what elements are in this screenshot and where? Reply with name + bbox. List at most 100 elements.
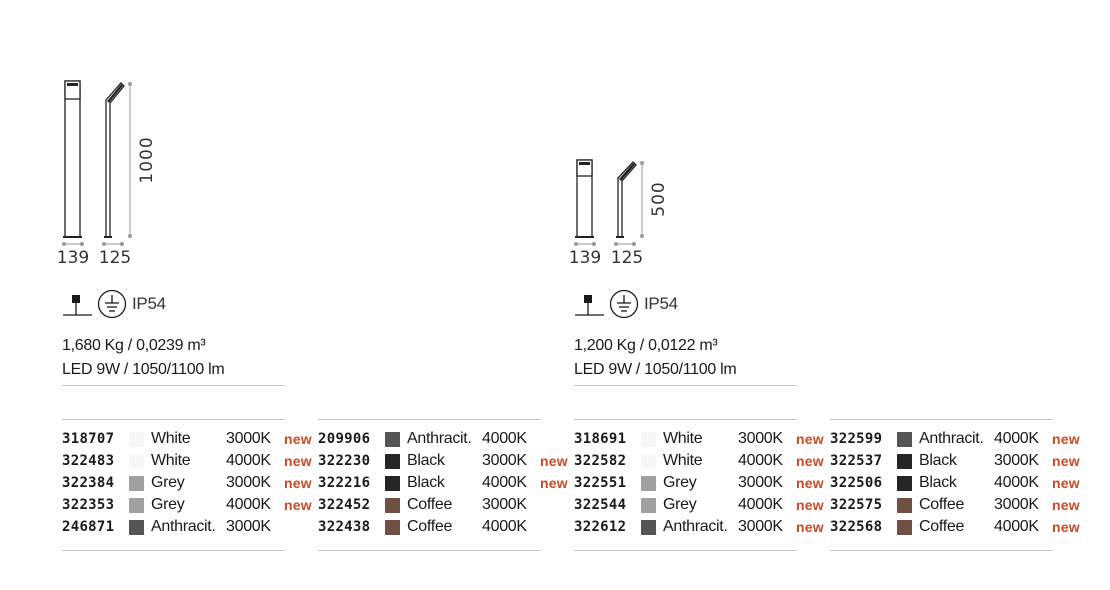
divider <box>830 550 1053 551</box>
variant-color: Anthracit. <box>151 518 216 535</box>
color-swatch <box>641 498 656 513</box>
variant-color: Grey <box>151 474 185 491</box>
variant-color: White <box>663 430 703 447</box>
variant-code: 322582 <box>574 453 627 469</box>
spec-block: 1,680 Kg / 0,0239 m³ LED 9W / 1050/1100 … <box>62 334 225 382</box>
width-dimension-label-side: 125 <box>99 248 131 268</box>
color-swatch <box>897 520 912 535</box>
color-temperature: 4000K <box>994 474 1039 491</box>
new-badge: new <box>1052 519 1080 535</box>
new-badge: new <box>1052 497 1080 513</box>
color-temperature: 4000K <box>226 496 271 513</box>
color-temperature: 3000K <box>482 496 527 513</box>
color-swatch <box>385 520 400 535</box>
divider <box>62 385 285 386</box>
new-badge: new <box>284 431 312 447</box>
spec-block: 1,200 Kg / 0,0122 m³ LED 9W / 1050/1100 … <box>574 334 737 382</box>
color-swatch <box>129 520 144 535</box>
color-temperature: 3000K <box>738 430 783 447</box>
product-500: 500 139 125 IP54 1,200 Kg / 0,0122 m³ LE… <box>512 0 1080 590</box>
variant-color: Black <box>407 474 445 491</box>
color-swatch <box>385 454 400 469</box>
new-badge: new <box>284 497 312 513</box>
variant-color: White <box>663 452 703 469</box>
variant-code: 246871 <box>62 519 115 535</box>
new-badge: new <box>284 475 312 491</box>
earth-class-icon <box>609 289 639 319</box>
color-temperature: 3000K <box>226 430 271 447</box>
weight-volume: 1,680 Kg / 0,0239 m³ <box>62 337 206 354</box>
variant-code: 322551 <box>574 475 627 491</box>
color-temperature: 3000K <box>738 474 783 491</box>
width-dimension-label-front: 139 <box>57 248 89 268</box>
divider <box>62 550 285 551</box>
ip-rating: IP54 <box>132 294 166 313</box>
new-badge: new <box>1052 431 1080 447</box>
new-badge: new <box>796 497 824 513</box>
color-temperature: 3000K <box>738 518 783 535</box>
certification-row: IP54 <box>574 288 678 320</box>
new-badge: new <box>796 431 824 447</box>
width-dimension-label-front: 139 <box>569 248 601 268</box>
weight-volume: 1,200 Kg / 0,0122 m³ <box>574 337 718 354</box>
color-temperature: 3000K <box>994 452 1039 469</box>
variant-code: 322384 <box>62 475 115 491</box>
variant-color: Black <box>919 474 957 491</box>
variant-code: 322537 <box>830 453 883 469</box>
variant-code: 318691 <box>574 431 627 447</box>
color-swatch <box>385 432 400 447</box>
new-badge: new <box>1052 453 1080 469</box>
variant-color: Coffee <box>919 518 965 535</box>
color-temperature: 4000K <box>226 452 271 469</box>
new-badge: new <box>796 519 824 535</box>
dimension-drawing-500: 500 139 125 <box>569 159 669 268</box>
color-swatch <box>897 498 912 513</box>
earth-class-icon <box>97 289 127 319</box>
variant-code: 322230 <box>318 453 371 469</box>
color-swatch <box>641 520 656 535</box>
variant-color: White <box>151 452 191 469</box>
new-badge: new <box>540 475 568 491</box>
variant-code: 322612 <box>574 519 627 535</box>
color-temperature: 3000K <box>482 452 527 469</box>
variant-color: Grey <box>663 474 697 491</box>
color-swatch <box>641 432 656 447</box>
variant-row: 318691 White 3000K new <box>574 428 829 450</box>
variant-code: 322506 <box>830 475 883 491</box>
color-temperature: 4000K <box>482 518 527 535</box>
led-spec: LED 9W / 1050/1100 lm <box>62 361 225 378</box>
color-temperature: 4000K <box>738 496 783 513</box>
new-badge: new <box>284 453 312 469</box>
variant-code: 322599 <box>830 431 883 447</box>
height-dimension-label: 500 <box>649 181 669 216</box>
divider <box>830 419 1053 420</box>
dimension-drawing-1000: 1000 139 125 <box>57 80 157 268</box>
new-badge: new <box>796 475 824 491</box>
bollard-side-view <box>104 82 125 238</box>
height-dimension-label: 1000 <box>137 136 157 183</box>
certification-row: IP54 <box>62 288 166 320</box>
width-dimension-label-side: 125 <box>611 248 643 268</box>
ip-rating: IP54 <box>644 294 678 313</box>
bollard-front-view <box>575 159 594 238</box>
variant-color: Grey <box>663 496 697 513</box>
variant-row: 322551 Grey 3000K new <box>574 472 829 494</box>
variant-code: 322438 <box>318 519 371 535</box>
